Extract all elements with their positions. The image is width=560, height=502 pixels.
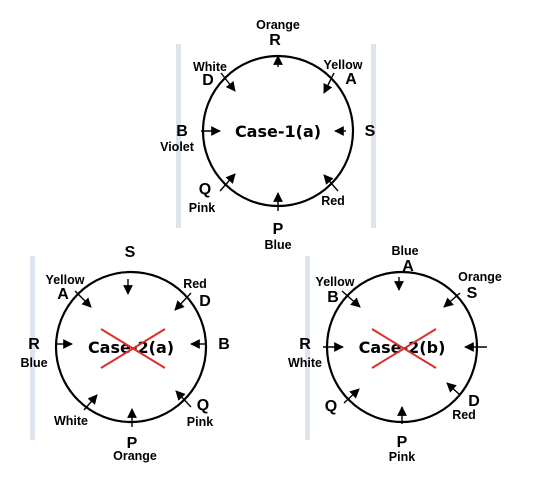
case-1a-arrow-bottom-right bbox=[323, 174, 339, 192]
case-2b-seat-color-top: Blue bbox=[391, 244, 418, 258]
case-2a-side-bar bbox=[30, 256, 35, 440]
case-1a-seat-color-top-left: White bbox=[193, 60, 227, 74]
case-1a-arrow-top-right bbox=[323, 72, 335, 94]
case-2a-seat-letter-bottom-right: Q bbox=[197, 397, 209, 414]
case-1a-seat-color-left: Violet bbox=[160, 140, 195, 154]
case-1a-seat-letter-right: S bbox=[365, 123, 376, 140]
case-2b-arrow-bottom-left bbox=[343, 388, 360, 404]
case-1a-title: Case-1(a) bbox=[235, 122, 321, 141]
case-2b-seat-color-top-right: Orange bbox=[458, 270, 502, 284]
case-2b-seat-letter-bottom: P bbox=[397, 434, 408, 451]
case-1a-seat-color-bottom: Blue bbox=[264, 238, 291, 252]
case-1a-seat-color-top: Orange bbox=[256, 18, 300, 32]
case-2a-arrow-top-left bbox=[74, 290, 92, 308]
case-2a-seat-color-top-right: Red bbox=[183, 277, 207, 291]
case-2a-arrow-bottom-right bbox=[175, 390, 192, 408]
case-2a-seat-letter-left: R bbox=[28, 336, 40, 353]
case-2b-seat-letter-top: A bbox=[402, 258, 414, 275]
case-2a-seat-color-bottom: Orange bbox=[113, 449, 157, 463]
case-2b-seat-color-bottom: Pink bbox=[389, 450, 415, 464]
case-2a-seat-letter-right: B bbox=[218, 336, 230, 353]
case-2b-arrow-top-right bbox=[443, 292, 461, 308]
case-2a-seat-color-bottom-left: White bbox=[54, 414, 88, 428]
case-1a-seat-letter-left: B bbox=[176, 123, 188, 140]
case-1a-arrow-bottom-left bbox=[219, 173, 236, 192]
case-2a-seat-color-top-left: Yellow bbox=[46, 273, 85, 287]
case-2a-table-circle bbox=[54, 270, 208, 424]
case-2b-seat-letter-top-left: B bbox=[327, 289, 339, 306]
case-2a-seat-letter-top: S bbox=[125, 244, 136, 261]
case-2b-group: Case-2(b)ABlueSOrangeDRedPPinkQRWhiteBYe… bbox=[288, 244, 502, 464]
case-1a-seat-letter-top-right: A bbox=[345, 71, 357, 88]
case-2a-seat-color-bottom-right: Pink bbox=[187, 415, 213, 429]
case-2b-seat-color-bottom-right: Red bbox=[452, 408, 476, 422]
case-2b-seat-letter-top-right: S bbox=[467, 285, 478, 302]
case-1a-side-bar bbox=[176, 44, 181, 228]
case-1a-seat-letter-bottom: P bbox=[273, 221, 284, 238]
case-2a-seat-letter-bottom: P bbox=[127, 435, 138, 452]
case-2b-seat-color-top-left: Yellow bbox=[316, 275, 355, 289]
case-1a-seat-color-top-right: Yellow bbox=[324, 58, 363, 72]
case-2b-cross-line bbox=[371, 328, 437, 369]
case-2a-seat-color-left: Blue bbox=[20, 356, 47, 370]
case-2a-seat-letter-top-left: A bbox=[57, 286, 69, 303]
case-1a-seat-letter-top: R bbox=[269, 32, 281, 49]
case-2a-arrow-bottom-left bbox=[83, 394, 98, 411]
case-1a-seat-letter-bottom-left: Q bbox=[199, 181, 211, 198]
case-2a-arrow-top-right bbox=[174, 292, 192, 311]
case-2a-cross-line bbox=[100, 328, 166, 369]
case-2a-seat-letter-top-right: D bbox=[199, 293, 211, 310]
case-2b-seat-letter-bottom-right: D bbox=[468, 393, 480, 410]
case-2b-seat-letter-bottom-left: Q bbox=[325, 398, 337, 415]
case-1a-arrow-top-left bbox=[220, 72, 236, 92]
case-2b-seat-color-left: White bbox=[288, 356, 322, 370]
case-2a-group: Case-2(a)SDRedBQPinkPOrangeWhiteRBlueAYe… bbox=[20, 244, 229, 463]
case-1a-seat-color-bottom-left: Pink bbox=[189, 201, 215, 215]
case-2b-arrow-top-left bbox=[341, 290, 361, 308]
case-2b-arrow-bottom-right bbox=[446, 382, 461, 396]
case-2b-side-bar bbox=[305, 256, 310, 440]
case-2b-seat-letter-left: R bbox=[299, 336, 311, 353]
case-1a-side-bar bbox=[371, 44, 376, 228]
case-1a-seat-color-bottom-right: Red bbox=[321, 194, 345, 208]
case-1a-seat-letter-top-left: D bbox=[202, 72, 214, 89]
